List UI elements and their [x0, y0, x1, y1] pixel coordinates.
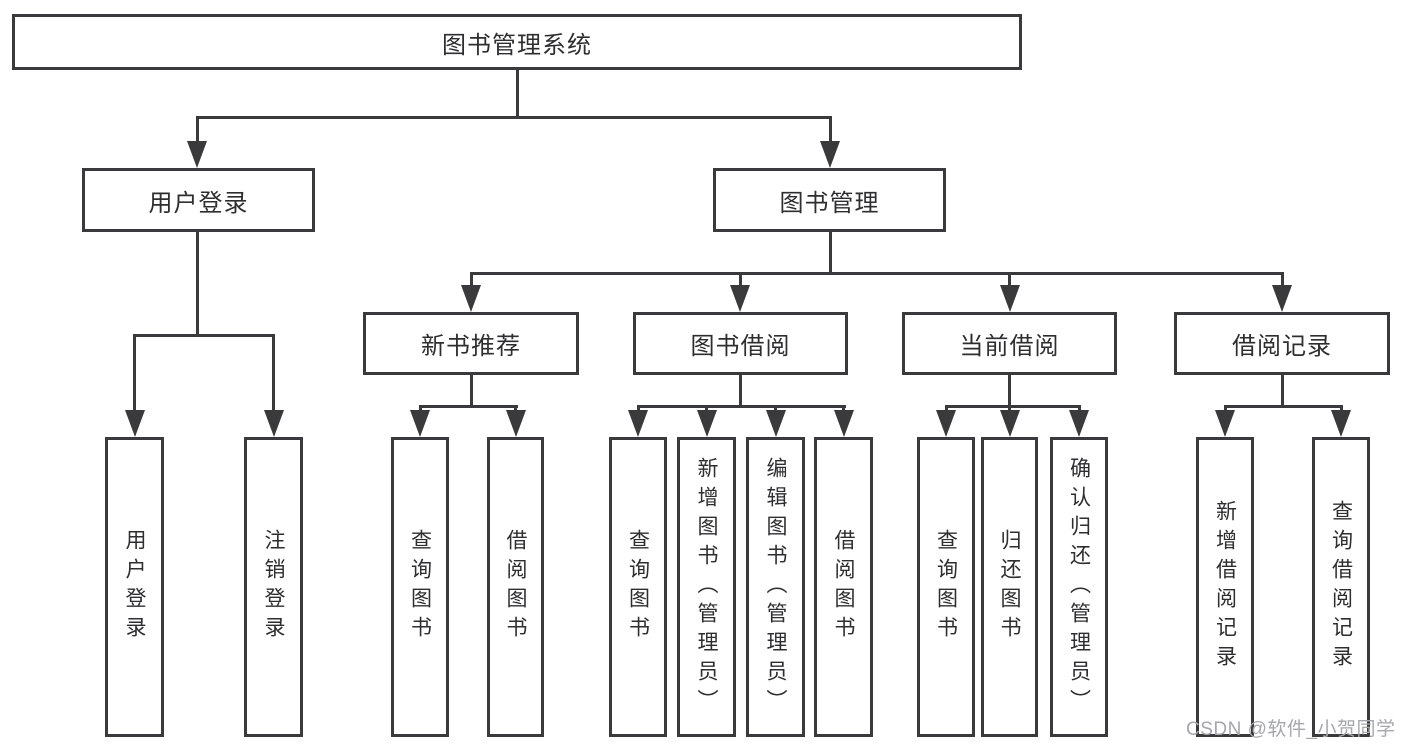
leaf-current-query-book: 查询图书 [917, 437, 975, 737]
down-arrowhead-icon [730, 285, 750, 312]
node-borrow-record-label: 借阅记录 [1232, 333, 1332, 360]
leaf-borrow-query-book: 查询图书 [609, 437, 667, 737]
leaf-borrow-edit-book-admin-label: 编辑图书（管理员） [764, 456, 787, 718]
node-user-login: 用户登录 [82, 168, 315, 232]
connector-to-book-management [828, 115, 832, 144]
connector-current-borrow-stem [1008, 375, 1011, 406]
connector-leaf-stem [1008, 404, 1011, 413]
leaf-borrow-borrow-book: 借阅图书 [814, 437, 873, 737]
connector-borrow-record-hline [1223, 404, 1343, 408]
leaf-recommend-borrow-book-label: 借阅图书 [504, 529, 527, 645]
connector-to-new-book-recommend [469, 271, 473, 288]
leaf-borrow-query-book-label: 查询图书 [626, 529, 650, 645]
leaf-record-query-record: 查询借阅记录 [1312, 437, 1370, 737]
connector-borrow-record-stem [1280, 375, 1284, 406]
node-root: 图书管理系统 [12, 14, 1022, 70]
node-user-login-label: 用户登录 [148, 189, 249, 217]
connector-to-current-borrow [1008, 271, 1011, 288]
down-arrowhead-icon [410, 410, 430, 437]
connector-user-login-stem [195, 232, 199, 336]
node-book-management-label: 图书管理 [779, 189, 880, 217]
leaf-logout-label: 注销登录 [262, 529, 285, 645]
connector-leaf-stem [418, 404, 422, 413]
leaf-user-login-label: 用户登录 [123, 529, 146, 645]
node-book-borrow-label: 图书借阅 [690, 333, 791, 360]
leaf-borrow-add-book-admin: 新增图书（管理员） [677, 437, 736, 737]
node-borrow-record: 借阅记录 [1174, 312, 1390, 375]
node-root-label: 图书管理系统 [442, 31, 592, 59]
leaf-borrow-edit-book-admin: 编辑图书（管理员） [746, 437, 805, 737]
down-arrowhead-icon [505, 410, 526, 437]
leaf-current-confirm-return-admin: 确认归还（管理员） [1050, 437, 1108, 737]
down-arrowhead-icon [696, 410, 717, 437]
connector-book-management-stem [828, 232, 832, 274]
down-arrowhead-icon [1069, 410, 1089, 437]
leaf-current-query-book-label: 查询图书 [934, 529, 958, 645]
leaf-current-confirm-return-admin-label: 确认归还（管理员） [1067, 456, 1091, 718]
down-arrowhead-icon [1331, 410, 1351, 437]
leaf-borrow-borrow-book-label: 借阅图书 [832, 529, 855, 645]
leaf-recommend-query-book-label: 查询图书 [408, 529, 432, 645]
connector-leaf-stem [636, 404, 640, 413]
down-arrowhead-icon [936, 410, 956, 437]
down-arrowhead-icon [263, 410, 284, 437]
down-arrowhead-icon [1215, 410, 1235, 437]
connector-leaf-stem [1077, 404, 1081, 413]
down-arrowhead-icon [187, 141, 207, 168]
connector-leaf-stem [705, 404, 708, 413]
connector-to-book-borrow [738, 271, 742, 288]
leaf-record-query-record-label: 查询借阅记录 [1329, 500, 1353, 674]
connector-to-leaf-user-login [133, 333, 136, 413]
down-arrowhead-icon [833, 410, 854, 437]
connector-recommend-stem [469, 375, 473, 406]
leaf-record-add-record-label: 新增借阅记录 [1213, 500, 1237, 674]
connector-root-hline [195, 115, 832, 119]
connector-root-stem [515, 70, 519, 118]
connector-leaf-stem [1339, 404, 1343, 413]
connector-to-leaf-logout [272, 333, 275, 413]
connector-book-management-hline [469, 271, 1284, 275]
leaf-borrow-add-book-admin-label: 新增图书（管理员） [695, 456, 718, 718]
connector-user-login-hline [133, 333, 275, 337]
connector-current-borrow-hline [944, 404, 1081, 408]
node-book-management: 图书管理 [713, 168, 946, 232]
node-new-book-recommend-label: 新书推荐 [421, 333, 521, 360]
leaf-current-return-book-label: 归还图书 [998, 529, 1021, 645]
leaf-current-return-book: 归还图书 [981, 437, 1038, 737]
node-current-borrow-label: 当前借阅 [959, 333, 1060, 360]
down-arrowhead-icon [999, 410, 1020, 437]
connector-to-user-login [195, 115, 199, 144]
node-current-borrow: 当前借阅 [902, 312, 1117, 375]
connector-book-borrow-stem [739, 375, 742, 406]
leaf-recommend-query-book: 查询图书 [391, 437, 449, 737]
down-arrowhead-icon [820, 141, 840, 168]
leaf-record-add-record: 新增借阅记录 [1196, 437, 1254, 737]
connector-leaf-stem [514, 404, 517, 413]
node-book-borrow: 图书借阅 [633, 312, 848, 375]
connector-leaf-stem [1223, 404, 1227, 413]
csdn-watermark: CSDN @软件_小贺同学 [1186, 719, 1396, 740]
node-new-book-recommend: 新书推荐 [363, 312, 579, 375]
leaf-user-login: 用户登录 [105, 437, 164, 737]
down-arrowhead-icon [124, 410, 145, 437]
down-arrowhead-icon [765, 410, 786, 437]
down-arrowhead-icon [999, 285, 1020, 312]
connector-to-borrow-record [1280, 271, 1284, 288]
connector-recommend-hline [418, 404, 518, 408]
connector-leaf-stem [842, 404, 845, 413]
connector-book-borrow-hline [636, 404, 846, 408]
leaf-logout: 注销登录 [244, 437, 303, 737]
connector-leaf-stem [774, 404, 777, 413]
leaf-recommend-borrow-book: 借阅图书 [487, 437, 544, 737]
down-arrowhead-icon [1272, 285, 1292, 312]
connector-leaf-stem [944, 404, 948, 413]
down-arrowhead-icon [628, 410, 648, 437]
down-arrowhead-icon [461, 285, 481, 312]
